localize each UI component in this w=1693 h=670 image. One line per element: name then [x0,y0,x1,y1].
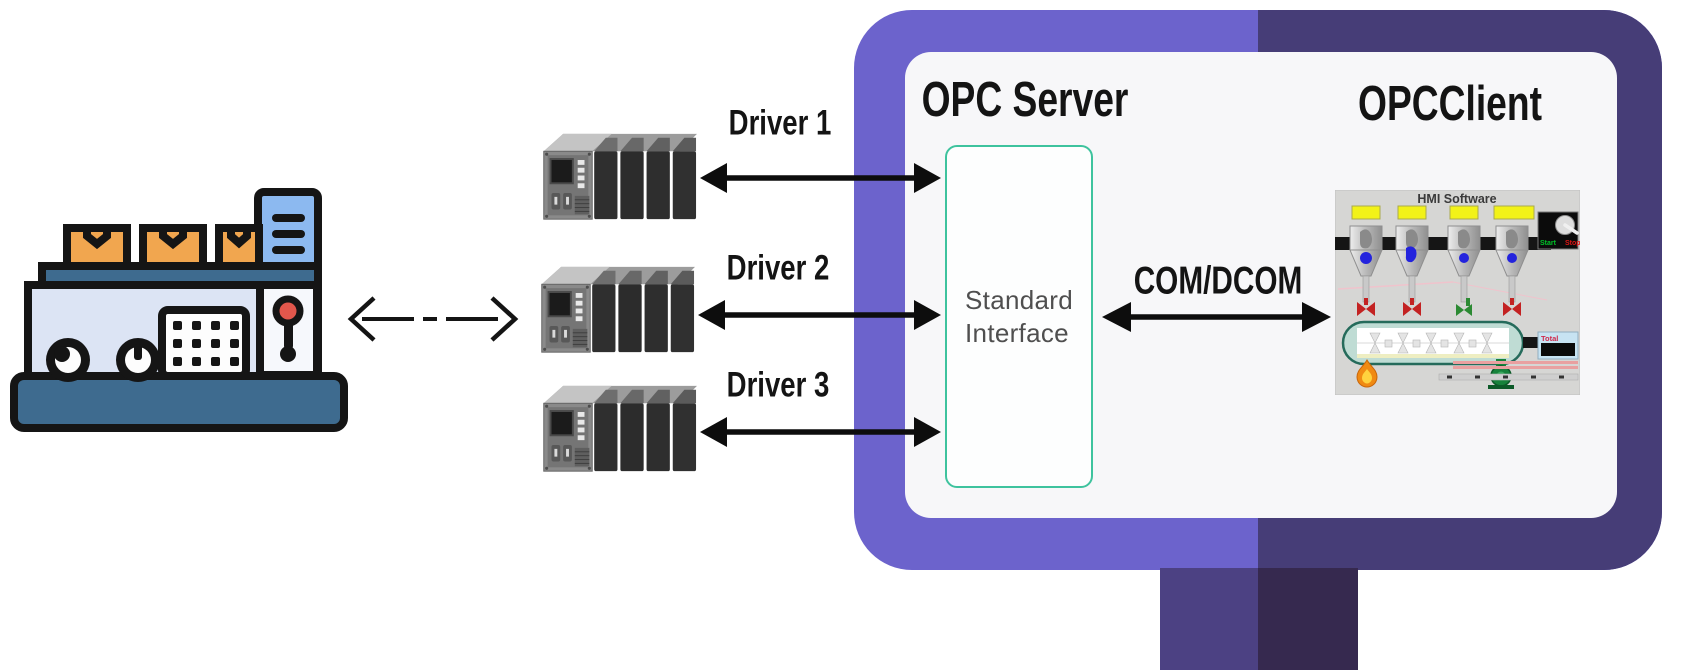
opc-client-title: OPCClient [1358,77,1542,131]
monitor-stand-left [1160,568,1258,670]
com-dcom-label: COM/DCOM [1133,257,1303,302]
server-driver-1 [533,128,700,225]
interface-label-line2: Interface [965,317,1069,348]
driver-1-label: Driver 1 [728,104,832,144]
server-driver-3 [533,380,700,477]
hmi-start-stop-box: Start Stop [1537,211,1580,250]
standard-interface-box: Standard Interface [945,145,1093,488]
machine-knobs [46,338,160,382]
machine-keypad [158,306,250,380]
hmi-conveyor [1438,361,1579,381]
hmi-total-box: Total [1537,331,1579,360]
hmi-fire-icon [1356,358,1378,388]
hmi-tank [1341,320,1553,366]
interface-label-line1: Standard [965,284,1073,315]
server-driver-2 [531,261,698,358]
hmi-stop-label: Stop [1565,240,1580,247]
hmi-hoppers [1349,205,1535,303]
hmi-title: HMI Software [1417,192,1496,206]
machine-base [10,372,348,432]
monitor-stand-right [1258,568,1358,670]
factory-machine-icon [10,188,348,432]
hmi-software-image: Start Stop Total HMI Software [1335,190,1580,395]
driver-2-label: Driver 2 [726,249,830,289]
joystick-ball [272,295,304,327]
hmi-start-label: Start [1540,240,1557,247]
hmi-total-label: Total [1541,334,1558,343]
arrow-machine-to-drivers [347,296,519,342]
driver-3-label: Driver 3 [726,366,830,406]
hmi-valves [1357,298,1521,316]
opc-server-title: OPC Server [921,73,1129,127]
